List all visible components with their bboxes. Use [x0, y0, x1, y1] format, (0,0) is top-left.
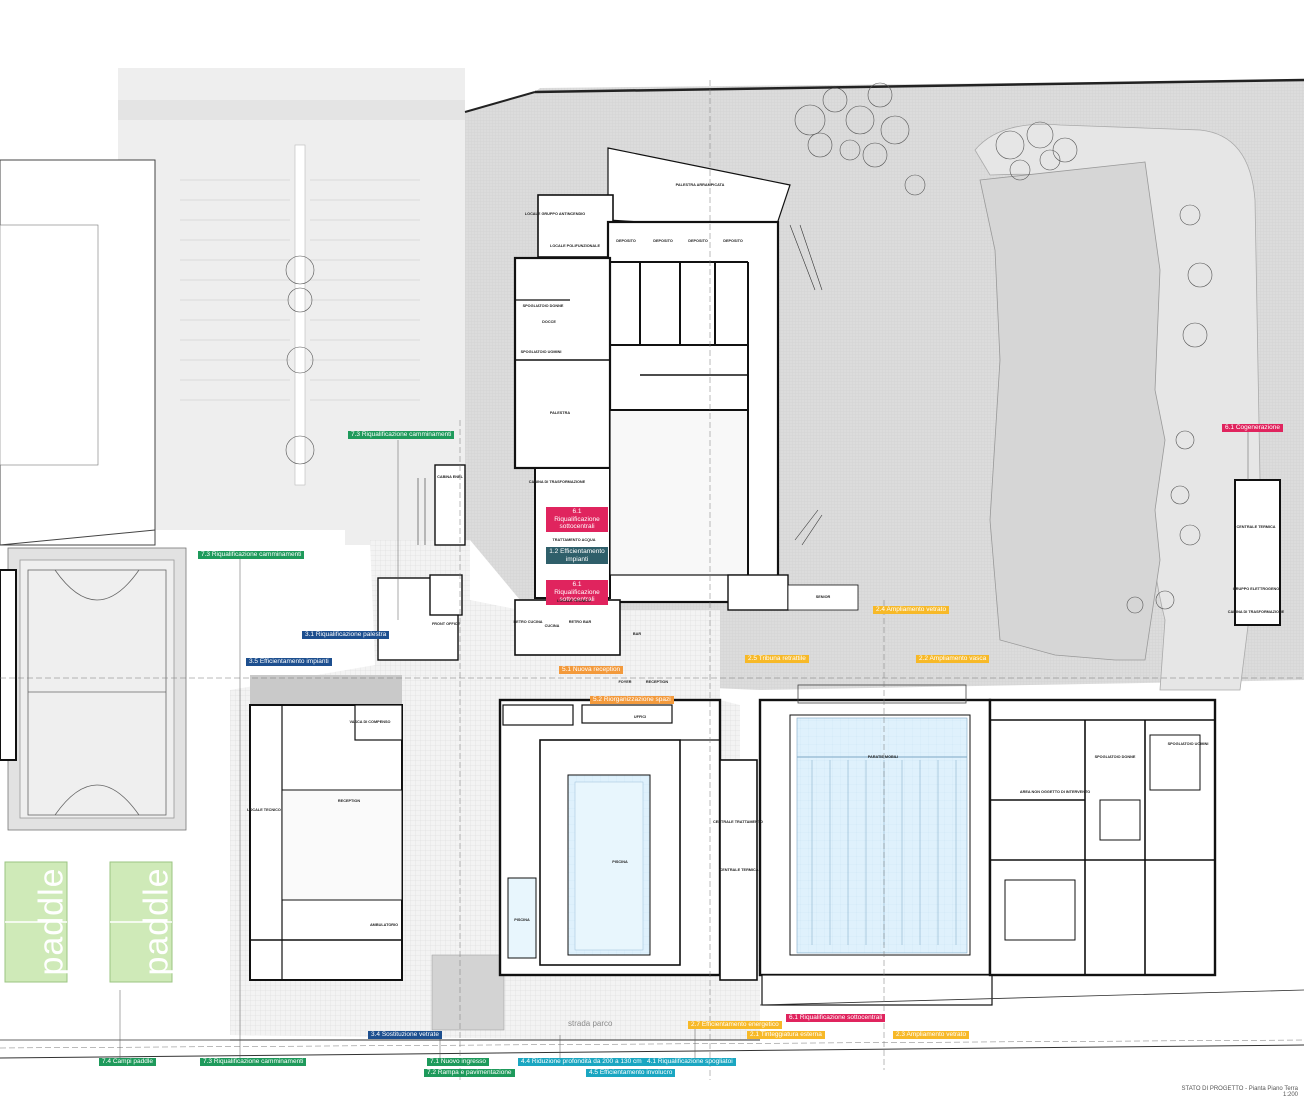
tag-3-5-impianti: 3.5 Efficientamento impianti — [246, 658, 332, 666]
room-label: AREA NON OGGETTO DI INTERVENTO — [1019, 790, 1091, 794]
center-pool-building — [498, 599, 758, 981]
tag-6-1-sottocentrali-a: 6.1 Riqualificazione sottocentrali — [546, 507, 608, 532]
room-label: CENTRALE TERMICA — [1236, 525, 1276, 529]
room-label: TRATTAMENTO ACQUA — [552, 538, 596, 542]
sports-field — [0, 547, 187, 831]
room-label: AMBULATORIO — [369, 923, 399, 927]
tag-5-2-spazi: 5.2 Riorganizzazione spazi — [590, 696, 674, 704]
tag-2-4-vetrato: 2.4 Ampliamento vetrato — [873, 606, 950, 614]
room-label: LOCALE TECNICO — [247, 808, 281, 812]
room-label: SPOGLIATOIO DONNE — [522, 304, 564, 308]
room-label: CENTRALE TRATTAMENTO — [713, 820, 763, 824]
title-block-heading: STATO DI PROGETTO - Pianta Piano Terra — [1181, 1086, 1298, 1092]
room-label: SPOGLIATOIO DONNE — [1094, 755, 1136, 759]
tag-4-1-spogliatoi: 4.1 Riqualificazione spogliatoi — [644, 1058, 736, 1066]
parking-area — [118, 68, 465, 545]
room-label: RECEPTION — [645, 680, 669, 684]
room-label: DOCCE — [542, 320, 556, 324]
tag-6-1-sottocentrali-c: 6.1 Riqualificazione sottocentrali — [786, 1014, 886, 1022]
room-label: CUCINA — [544, 624, 560, 628]
tag-2-3-vetrato: 2.3 Ampliamento vetrato — [893, 1031, 970, 1039]
room-label: PISCINA — [612, 860, 628, 864]
room-label: CABINA DI TRASFORMAZIONE — [528, 480, 586, 484]
room-label: PISCINA — [514, 918, 530, 922]
tag-6-1-sottocentrali-b: 6.1 Riqualificazione sottocentrali — [546, 580, 608, 605]
room-label: RETRO BAR — [568, 620, 592, 624]
tag-7-1-ingresso: 7.1 Nuovo ingresso — [427, 1058, 490, 1066]
room-label: GRUPPO ELETTROGENO — [1232, 587, 1280, 591]
thermal-plant — [1234, 479, 1281, 626]
tag-2-5-tribuna: 2.5 Tribuna retrattile — [745, 655, 809, 663]
room-label: SPOGLIATOIO UOMINI — [1167, 742, 1209, 746]
room-label: PALESTRA — [549, 411, 571, 415]
room-label: VASCA DI COMPENSO — [349, 720, 391, 724]
paddle-court-label: paddle — [137, 867, 176, 976]
room-label: CABINA DI TRASFORMAZIONE — [1227, 610, 1285, 614]
room-label: FOYER — [618, 680, 632, 684]
main-pool-hall — [758, 684, 993, 1006]
room-label: LOCALE TECNICO — [557, 599, 591, 603]
room-label: LOCALE POLIFUNZIONALE — [550, 244, 600, 248]
tag-7-2-rampa: 7.2 Rampa e pavimentazione — [424, 1069, 515, 1077]
tag-1-2-impianti: 1.2 Efficientamento impianti — [546, 547, 608, 564]
room-label: FRONT OFFICE — [431, 622, 461, 626]
tag-6-1-cogenerazione: 6.1 Cogenerazione — [1222, 424, 1283, 432]
tag-3-1-palestra: 3.1 Riqualificazione palestra — [302, 631, 390, 639]
tag-7-4-paddle: 7.4 Campi paddle — [99, 1058, 156, 1066]
room-label: DEPOSITO — [616, 239, 636, 243]
tag-2-7-energetico: 2.7 Efficientamento energetico — [688, 1021, 782, 1029]
room-label: PALESTRA ARRAMPICATA — [675, 183, 725, 187]
tag-7-3-camminamenti-north: 7.3 Riqualificazione camminamenti — [348, 431, 455, 439]
trees — [285, 82, 1213, 614]
room-label: SPOGLIATOIO UOMINI — [520, 350, 562, 354]
paddle-court-label: paddle — [32, 867, 71, 976]
paddle-courts — [4, 861, 173, 983]
tag-5-1-reception: 5.1 Nuova reception — [559, 666, 624, 674]
east-building — [988, 698, 1217, 977]
road-label: strada parco — [568, 1019, 613, 1028]
room-label: RETRO CUCINA — [513, 620, 543, 624]
tag-7-3-camminamenti-south: 7.3 Riqualificazione camminamenti — [200, 1058, 307, 1066]
north-building — [513, 147, 859, 611]
room-label: CABINA ENEL — [437, 475, 463, 479]
room-label: DEPOSITO — [653, 239, 673, 243]
room-label: DEPOSITO — [723, 239, 743, 243]
room-label: LOCALE GRUPPO ANTINCENDIO — [524, 212, 586, 216]
room-label: PARATIE MOBILI — [867, 755, 899, 759]
tag-7-3-camminamenti-field: 7.3 Riqualificazione camminamenti — [198, 551, 305, 559]
tag-4-4-profondita: 4.4 Riduzione profondità da 200 a 130 cm — [518, 1058, 645, 1066]
room-label: UFFICI — [633, 715, 647, 719]
room-label: RECEPTION — [337, 799, 361, 803]
title-block: STATO DI PROGETTO - Pianta Piano Terra 1… — [1182, 1086, 1298, 1098]
title-block-scale: 1:200 — [1282, 1092, 1298, 1098]
tag-4-5-involucro: 4.5 Efficientamento involucro — [586, 1069, 676, 1077]
tag-2-2-vasca: 2.2 Ampliamento vasca — [916, 655, 990, 663]
room-label: BAR — [632, 632, 642, 636]
room-label: CENTRALE TERMICA — [719, 868, 759, 872]
gym-building — [249, 464, 466, 981]
tag-3-4-vetrate: 3.4 Sostituzione vetrate — [368, 1031, 442, 1039]
tag-2-1-tinteggiatura: 2.1 Tinteggiatura esterna — [747, 1031, 825, 1039]
room-label: SENIOR — [815, 595, 831, 599]
room-label: DEPOSITO — [688, 239, 708, 243]
